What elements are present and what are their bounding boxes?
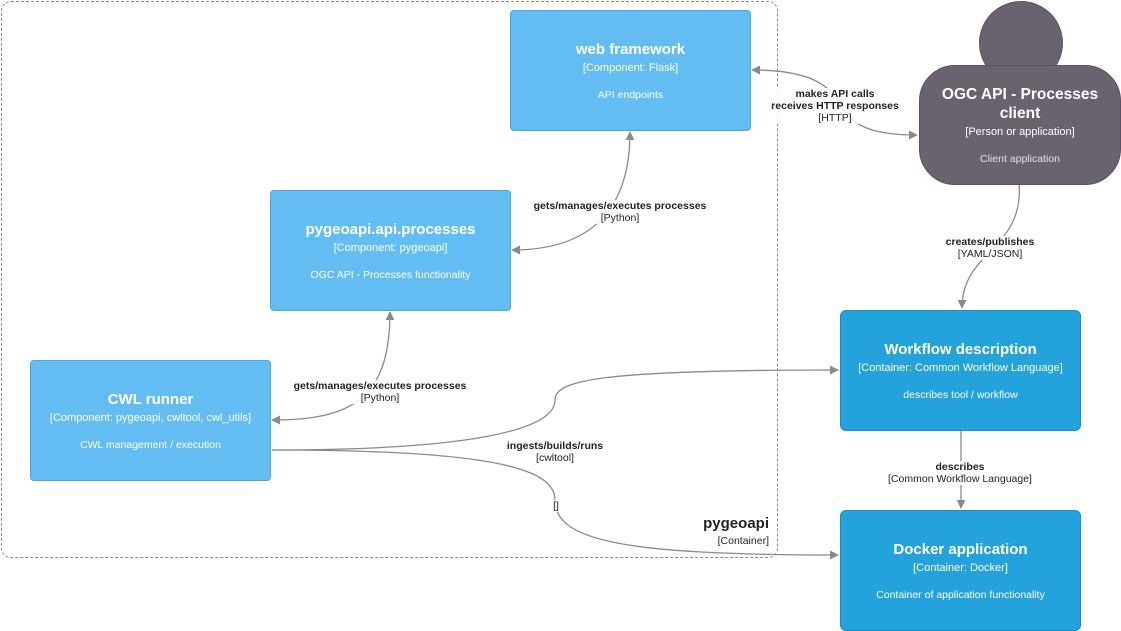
- client-person-node[interactable]: OGC API - Processes client [Person or ap…: [919, 65, 1121, 185]
- edge-label-text: ingests/builds/runs: [506, 440, 604, 452]
- node-title: Docker application: [893, 540, 1028, 558]
- node-description: API endpoints: [597, 88, 664, 101]
- edge-label-workflow-docker: describes [Common Workflow Language]: [888, 461, 1032, 485]
- edge-technology: [Python]: [600, 212, 640, 224]
- edge-technology: [Common Workflow Language]: [888, 473, 1032, 485]
- edge-technology: [YAML/JSON]: [957, 248, 1023, 260]
- node-description: describes tool / workflow: [903, 388, 1018, 401]
- node-type: [Container: Common Workflow Language]: [858, 361, 1063, 374]
- node-description: Container of application functionality: [876, 588, 1045, 601]
- edge-label-text: makes API calls: [795, 88, 875, 100]
- edge-label-client-workflow: creates/publishes [YAML/JSON]: [945, 236, 1035, 260]
- node-description: CWL management / execution: [80, 438, 221, 451]
- pygeoapi-boundary: pygeoapi [Container]: [1, 1, 778, 558]
- edge-label-cwl-workflow: ingests/builds/runs [cwltool]: [506, 440, 604, 464]
- node-type: [Container: Docker]: [913, 561, 1008, 574]
- edge-cwl-workflow: [271, 365, 839, 451]
- edge-technology: [cwltool]: [536, 452, 574, 464]
- edge-label-text: gets/manages/executes processes: [293, 380, 467, 392]
- node-title: web framework: [575, 40, 686, 58]
- node-type: [Component: pygeoapi, cwltool, cwl_utils…: [49, 411, 252, 424]
- node-title: OGC API - Processes client: [941, 86, 1099, 122]
- edge-label-web-api: gets/manages/executes processes [Python]: [533, 200, 707, 224]
- node-description: Client application: [980, 153, 1060, 165]
- edge-technology: [HTTP]: [818, 112, 852, 124]
- api-processes-node[interactable]: pygeoapi.api.processes [Component: pygeo…: [270, 190, 511, 311]
- edge-label-text: describes: [935, 461, 985, 473]
- edge-label-text: gets/manages/executes processes: [533, 200, 707, 212]
- boundary-name: pygeoapi: [703, 515, 769, 532]
- node-title: pygeoapi.api.processes: [305, 220, 476, 238]
- node-description: OGC API - Processes functionality: [310, 268, 471, 281]
- edge-label-cwl-docker: []: [553, 500, 559, 512]
- boundary-type: [Container]: [717, 535, 769, 547]
- node-title: CWL runner: [107, 390, 194, 408]
- edge-label-text: receives HTTP responses: [771, 100, 899, 112]
- node-title: Workflow description: [884, 340, 1037, 358]
- node-type: [Person or application]: [965, 126, 1075, 138]
- edge-label-api-cwl: gets/manages/executes processes [Python]: [293, 380, 467, 404]
- docker-application-node[interactable]: Docker application [Container: Docker] C…: [840, 510, 1081, 631]
- edge-label-text: creates/publishes: [945, 236, 1035, 248]
- cwl-runner-node[interactable]: CWL runner [Component: pygeoapi, cwltool…: [30, 360, 271, 481]
- edge-technology: [Python]: [360, 392, 400, 404]
- edge-technology: []: [553, 500, 559, 512]
- workflow-description-node[interactable]: Workflow description [Container: Common …: [840, 310, 1081, 431]
- node-type: [Component: Flask]: [582, 61, 679, 74]
- edge-label-client-web: makes API calls receives HTTP responses …: [771, 88, 899, 124]
- web-framework-node[interactable]: web framework [Component: Flask] API end…: [510, 10, 751, 131]
- boundary-label: pygeoapi [Container]: [703, 515, 769, 547]
- node-type: [Component: pygeoapi]: [333, 241, 448, 254]
